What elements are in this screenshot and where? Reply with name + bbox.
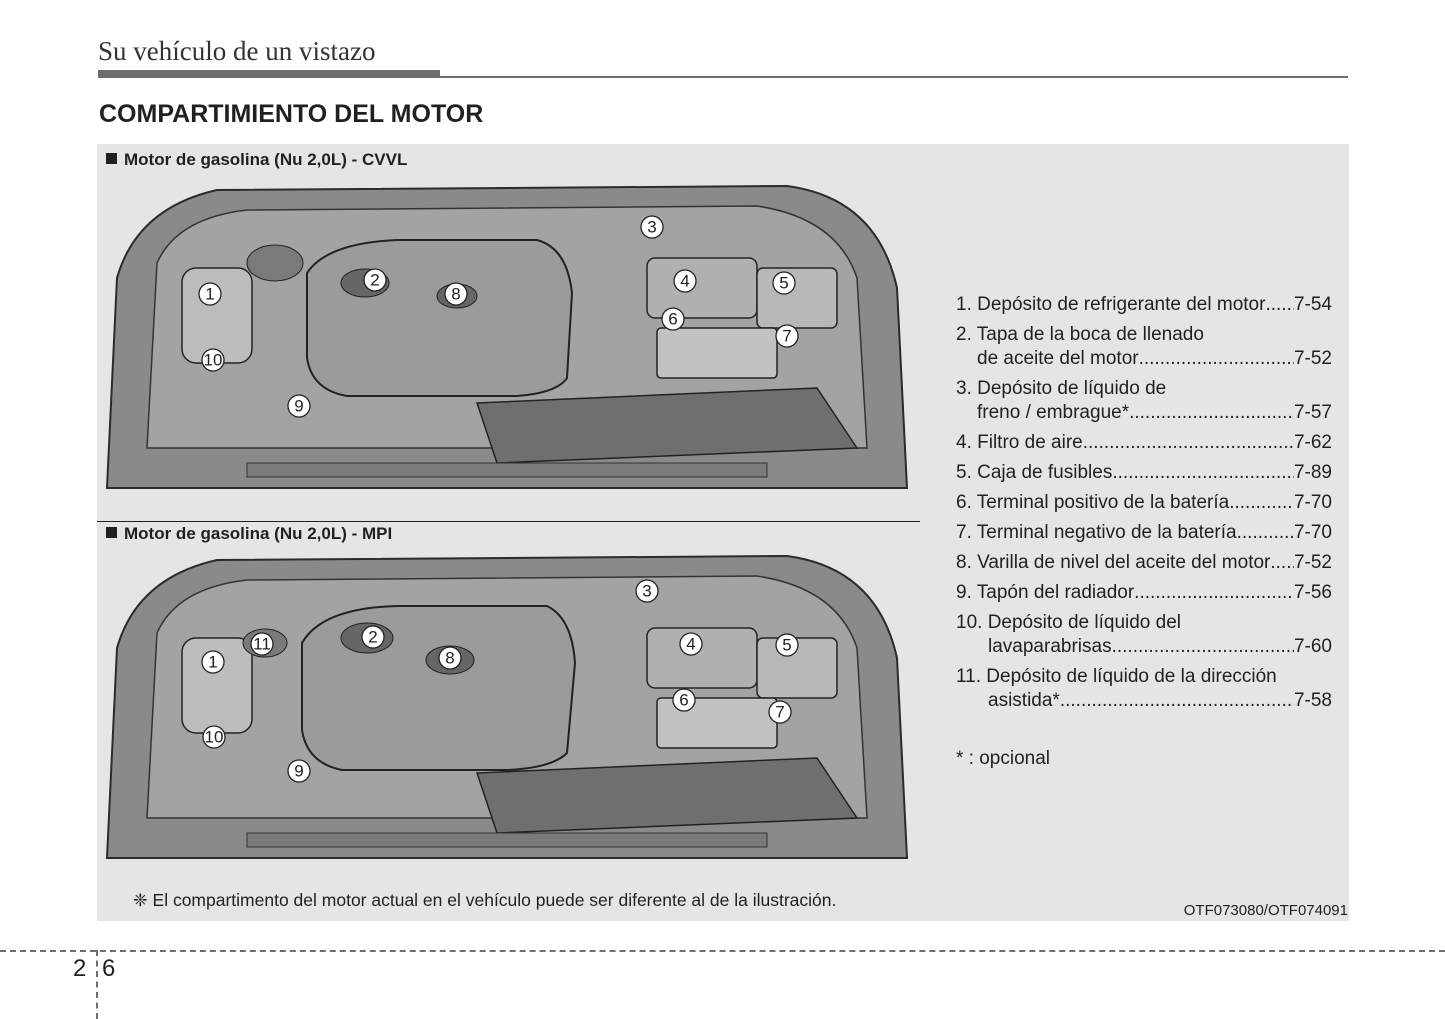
- component-legend: 1. Depósito de refrigerante del motor7-5…: [956, 293, 1332, 719]
- svg-text:4: 4: [686, 635, 695, 654]
- svg-text:8: 8: [445, 649, 454, 668]
- legend-item: 8. Varilla de nivel del aceite del motor…: [956, 551, 1332, 575]
- footer-dashed-rule: [0, 950, 1445, 952]
- header-rule: [440, 76, 1348, 78]
- svg-text:10: 10: [204, 351, 223, 370]
- legend-item: 9. Tapón del radiador7-56: [956, 581, 1332, 605]
- svg-text:3: 3: [647, 218, 656, 237]
- section-title: COMPARTIMIENTO DEL MOTOR: [99, 100, 484, 128]
- legend-item: 10. Depósito de líquido del lavaparabris…: [956, 611, 1332, 659]
- header-bar-thick: [98, 70, 440, 78]
- legend-item: 7. Terminal negativo de la batería7-70: [956, 521, 1332, 545]
- svg-text:10: 10: [205, 728, 224, 747]
- svg-text:6: 6: [679, 691, 688, 710]
- figure-1-label: Motor de gasolina (Nu 2,0L) - CVVL: [106, 150, 407, 170]
- running-header-title: Su vehículo de un vistazo: [98, 36, 376, 66]
- svg-text:9: 9: [294, 397, 303, 416]
- svg-text:1: 1: [205, 285, 214, 304]
- svg-text:4: 4: [680, 272, 689, 291]
- page-number: 6: [102, 955, 116, 982]
- svg-text:5: 5: [782, 636, 791, 655]
- svg-text:3: 3: [642, 582, 651, 601]
- legend-item: 4. Filtro de aire7-62: [956, 431, 1332, 455]
- svg-text:8: 8: [451, 285, 460, 304]
- svg-text:7: 7: [782, 327, 791, 346]
- svg-text:6: 6: [668, 310, 677, 329]
- svg-text:2: 2: [368, 628, 377, 647]
- legend-item: 3. Depósito de líquido de freno / embrag…: [956, 377, 1332, 425]
- legend-item: 2. Tapa de la boca de llenado de aceite …: [956, 323, 1332, 371]
- svg-text:9: 9: [294, 762, 303, 781]
- section-number: 2: [73, 955, 87, 982]
- svg-text:5: 5: [779, 274, 788, 293]
- square-bullet-icon: [106, 527, 117, 538]
- legend-item: 1. Depósito de refrigerante del motor7-5…: [956, 293, 1332, 317]
- svg-text:2: 2: [370, 271, 379, 290]
- legend-item: 5. Caja de fusibles7-89: [956, 461, 1332, 485]
- legend-item: 11. Depósito de líquido de la dirección …: [956, 665, 1332, 713]
- svg-text:7: 7: [775, 703, 784, 722]
- legend-item: 6. Terminal positivo de la batería7-70: [956, 491, 1332, 515]
- figure-code: OTF073080/OTF074091: [1183, 902, 1348, 919]
- square-bullet-icon: [106, 153, 117, 164]
- engine-illustration-cvvl: 1 2 3 4 5 6 7 8 9 10: [97, 178, 917, 515]
- figure-2-label: Motor de gasolina (Nu 2,0L) - MPI: [106, 524, 392, 544]
- svg-text:11: 11: [253, 635, 271, 654]
- optional-note: * : opcional: [956, 748, 1051, 769]
- engine-illustration-mpi: 1 2 3 4 5 6 7 8 9 10 11: [97, 548, 917, 885]
- illustration-footnote: ❈ El compartimento del motor actual en e…: [133, 890, 837, 910]
- figure-divider: [97, 521, 920, 522]
- svg-text:1: 1: [208, 653, 217, 672]
- footer-dashed-divider: [96, 950, 98, 1019]
